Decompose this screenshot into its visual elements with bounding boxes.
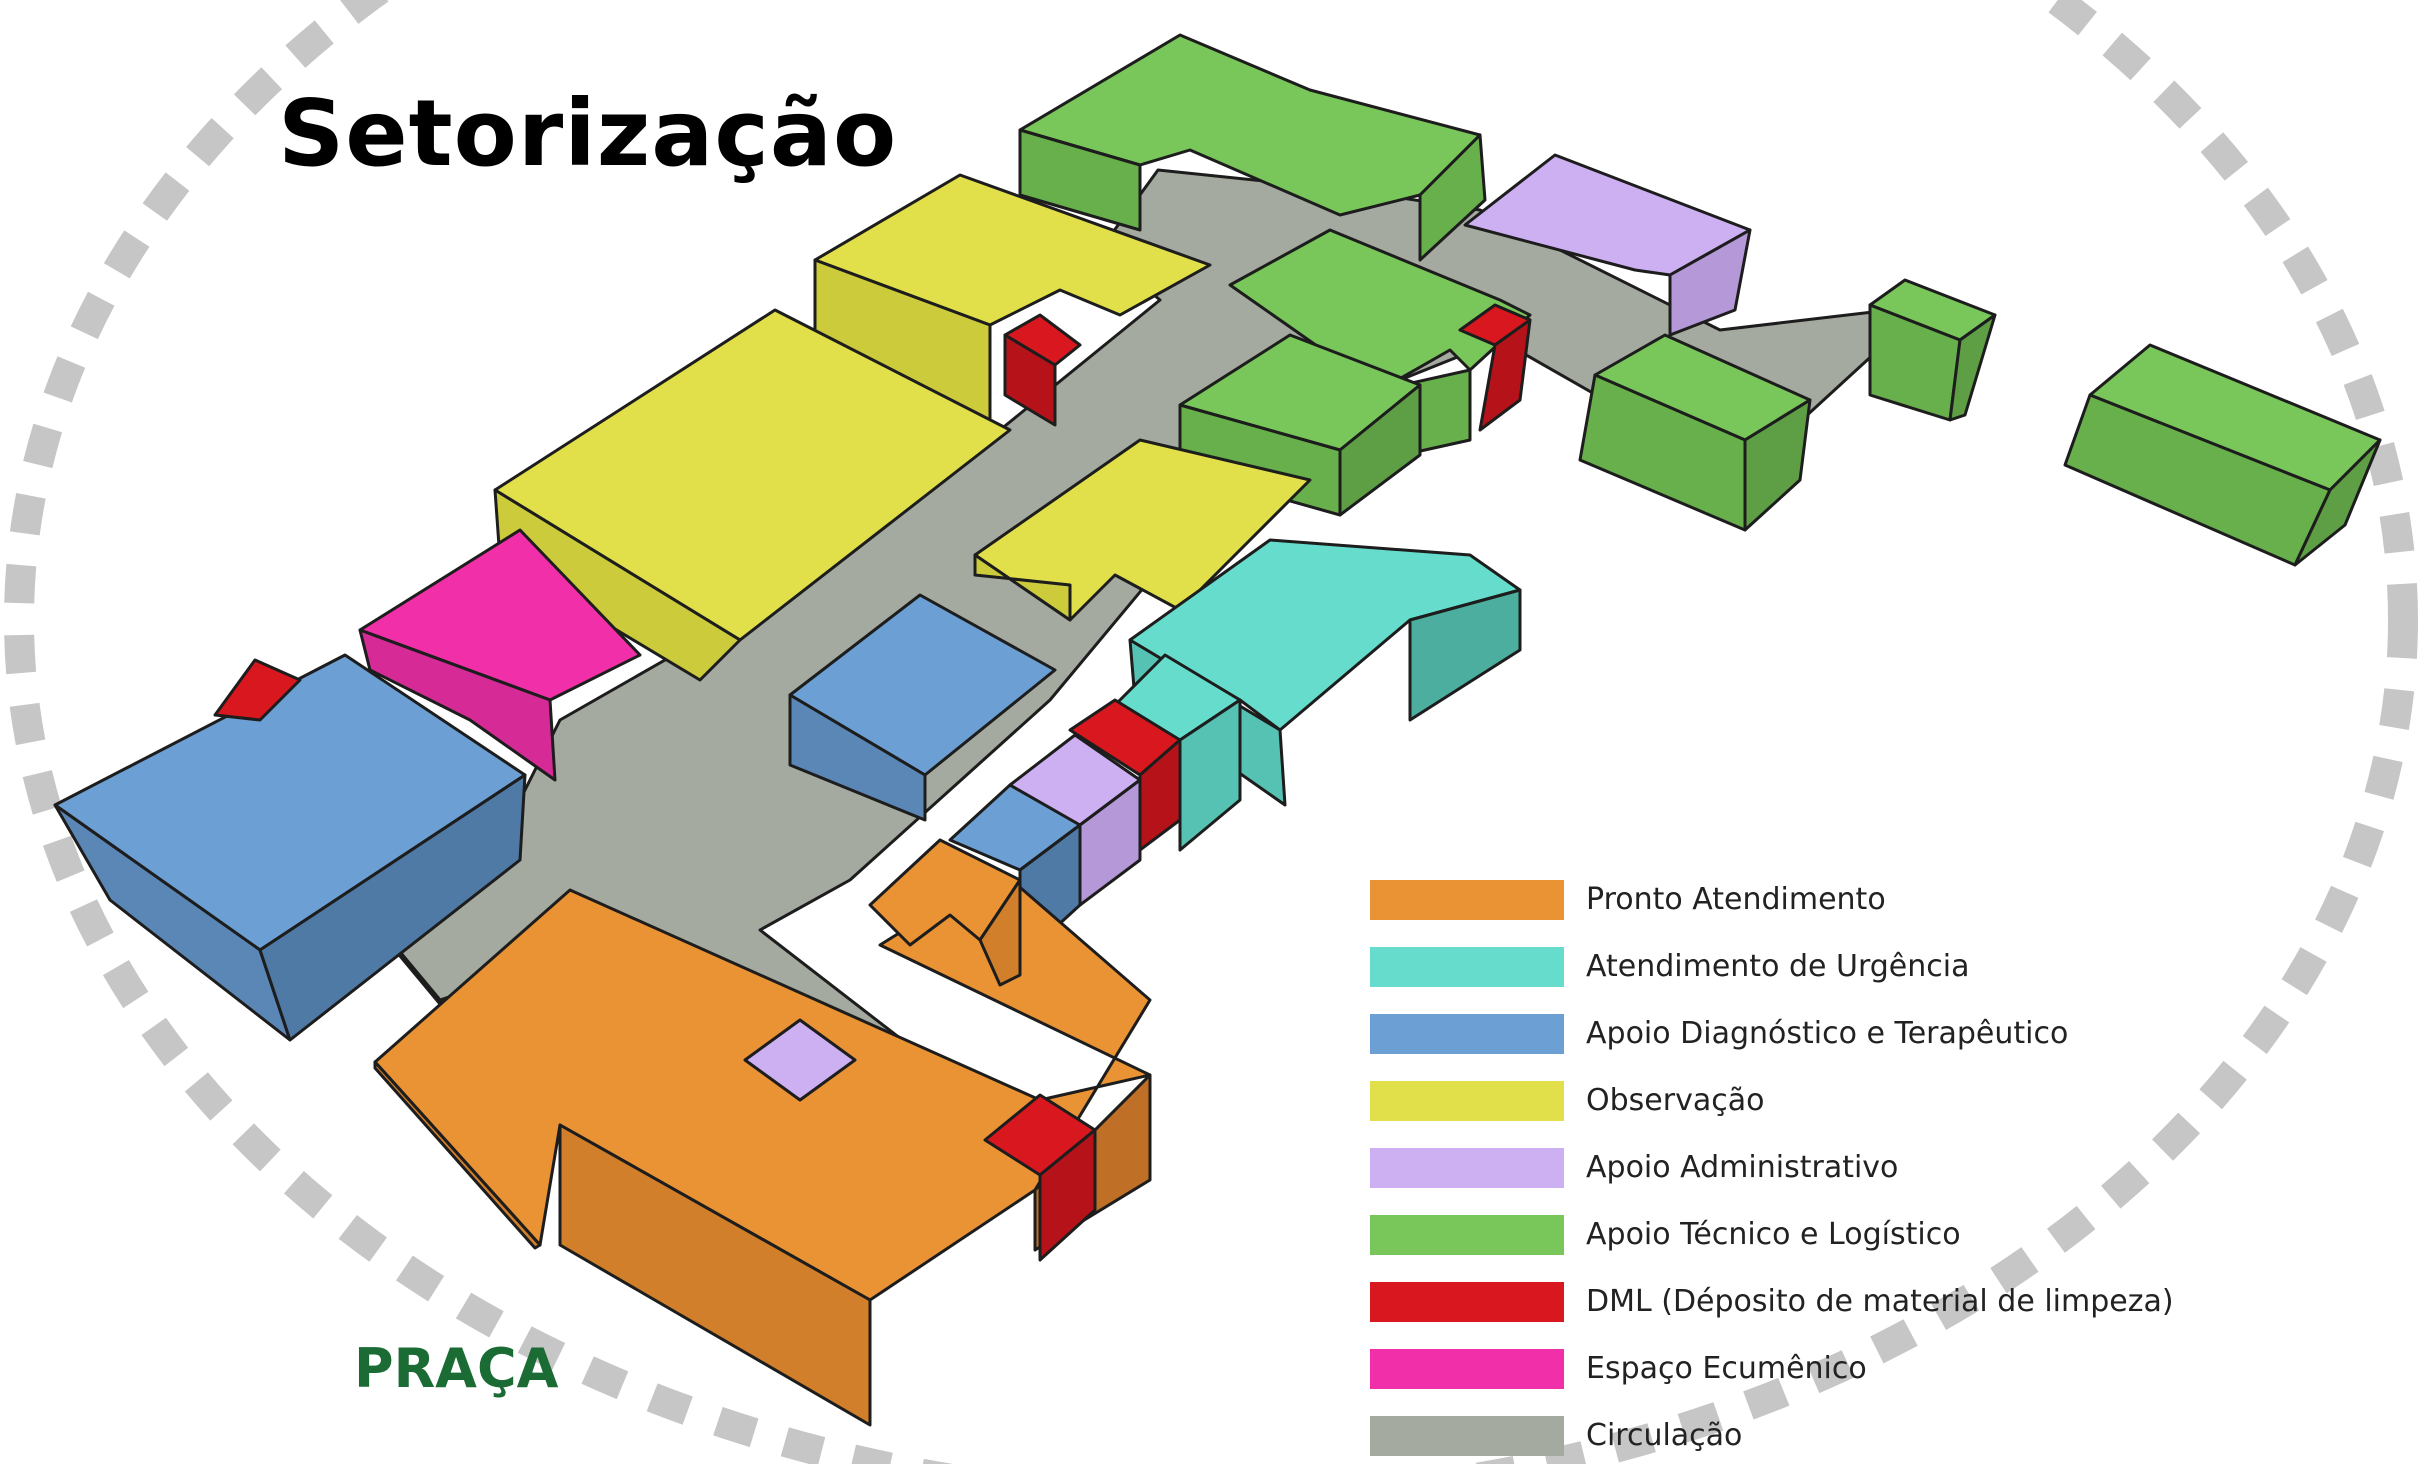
block-tecnico-right-b [1868,278,1997,422]
block-tecnico-top [1018,33,1487,262]
block-observacao-top [813,173,1212,422]
block-tecnico-far-right [2063,343,2382,567]
legend-label: Espaço Ecumênico [1586,1351,1867,1386]
legend-swatch [1370,947,1564,987]
legend-label: Observação [1586,1083,1765,1118]
site-label: PRAÇA [354,1337,559,1400]
legend-swatch [1370,1081,1564,1121]
legend-swatch [1370,1215,1564,1255]
legend-label: Apoio Técnico e Logístico [1586,1217,1961,1252]
legend-label: Atendimento de Urgência [1586,949,1970,984]
legend-swatch [1370,1349,1564,1389]
legend-swatch [1370,880,1564,920]
legend-label: Apoio Diagnóstico e Terapêutico [1586,1016,2069,1051]
legend-label: Circulação [1586,1418,1743,1453]
block-diagnostico-center [788,593,1057,822]
page-title: Setorização [278,80,898,187]
block-pronto-small [868,838,1022,987]
block-dml [213,303,1532,1262]
block-tecnico-right-a [1578,333,1812,532]
block-pronto-atendimento [373,868,1152,1427]
block-diagnostico-left [53,653,527,1042]
block-administrativo-lower [1008,733,1142,907]
legend-label: DML (Déposito de material de limpeza) [1586,1284,2174,1319]
block-administrativo-small [743,1018,857,1102]
legend-swatch [1370,1014,1564,1054]
legend-label: Pronto Atendimento [1586,882,1886,917]
block-ecumenico [358,528,642,782]
legend-swatch [1370,1416,1564,1456]
block-observacao-large [493,308,1012,682]
legend-label: Apoio Administrativo [1586,1150,1899,1185]
legend-swatch [1370,1282,1564,1322]
block-administrativo-top [1463,153,1752,337]
legend-swatch [1370,1148,1564,1188]
